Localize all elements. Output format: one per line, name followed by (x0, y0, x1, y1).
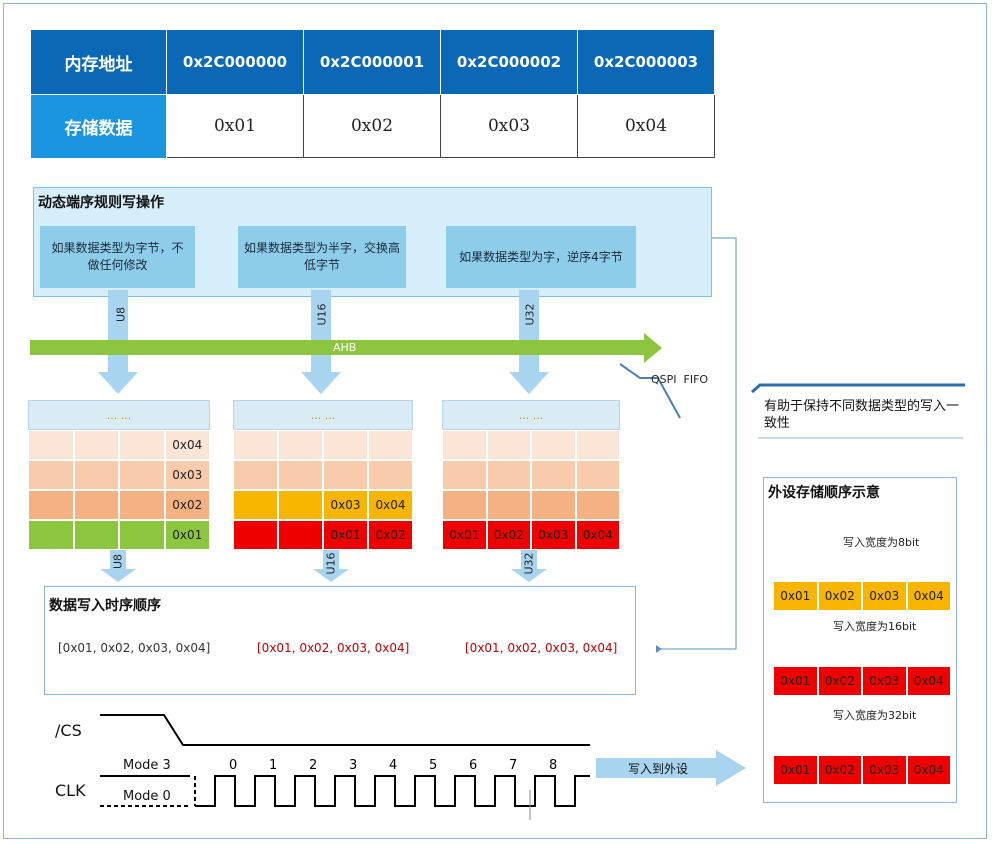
periph-cell: 0x02 (817, 666, 862, 696)
periph-cell: 0x01 (773, 755, 818, 785)
fifo-u16-cell: 0x03 (323, 490, 368, 520)
fifo-u8-cell: 0x04 (164, 430, 210, 460)
periph-cell: 0x03 (862, 581, 907, 611)
fifo-u32-cell: 0x03 (531, 520, 576, 550)
fifo-u32-head: ... ... (442, 400, 620, 430)
write-arrow-head (716, 750, 746, 786)
data-cell-0: 0x01 (167, 95, 304, 158)
data-cell-1: 0x02 (304, 95, 441, 158)
addr-cell-0: 0x2C000000 (167, 30, 303, 94)
periph-cell: 0x01 (773, 666, 818, 696)
width-label-16bit: 写入宽度为16bit (833, 620, 917, 633)
periph-row-16bit: 0x01 0x02 0x03 0x04 (773, 666, 951, 696)
width-label-32bit: 写入宽度为32bit (833, 709, 917, 722)
data-label: 存储数据 (31, 95, 166, 158)
clock-number: 8 (549, 758, 558, 773)
sequence-list-u32: [0x01, 0x02, 0x03, 0x04] (465, 641, 618, 655)
periph-cell: 0x04 (906, 666, 951, 696)
seq-type-u32: U32 (522, 552, 536, 575)
seq-type-u8: U8 (111, 553, 125, 570)
consistency-note: 有助于保持不同数据类型的写入一致性 (764, 399, 960, 431)
data-cell-3: 0x04 (578, 95, 715, 158)
addr-cell-2: 0x2C000002 (441, 30, 577, 94)
periph-cell: 0x02 (817, 755, 862, 785)
clock-number: 7 (509, 758, 518, 773)
fifo-u16-cell: 0x02 (368, 520, 413, 550)
diagram-frame (3, 3, 987, 839)
fifo-u32-cell: 0x04 (575, 520, 620, 550)
fifo-u8-cell: 0x01 (164, 520, 210, 550)
fifo-u32-cell: 0x02 (486, 520, 531, 550)
qspi-fifo-label: QSPI FIFO (651, 373, 709, 386)
peripheral-title: 外设存储顺序示意 (768, 485, 880, 501)
write-to-peripheral-label: 写入到外设 (628, 762, 689, 776)
addr-label: 内存地址 (31, 30, 166, 94)
fifo-u32-cell: 0x01 (442, 520, 487, 550)
periph-cell: 0x03 (862, 755, 907, 785)
fifo-u8-head: ... ... (28, 400, 210, 430)
peripheral-box (763, 477, 957, 803)
clock-number: 2 (309, 758, 318, 773)
rule-u16: 如果数据类型为半字，交换高低字节 (238, 226, 406, 288)
periph-cell: 0x03 (862, 666, 907, 696)
ahb-bus-bar (30, 340, 646, 355)
write-arrow-shaft (596, 758, 716, 778)
clock-number: 0 (229, 758, 238, 773)
ahb-bus-arrowhead (644, 333, 662, 363)
fifo-u8-grid: 0x04 0x03 0x02 0x01 (28, 430, 210, 550)
rule-u32: 如果数据类型为字，逆序4字节 (446, 226, 636, 288)
clock-number: 1 (269, 758, 278, 773)
sequence-list-u8: [0x01, 0x02, 0x03, 0x04] (58, 641, 211, 655)
periph-cell: 0x04 (906, 581, 951, 611)
cs-label: /CS (55, 721, 82, 740)
periph-cell: 0x02 (817, 581, 862, 611)
periph-cell: 0x04 (906, 755, 951, 785)
fifo-u8-cell: 0x02 (164, 490, 210, 520)
data-cell-2: 0x03 (441, 95, 578, 158)
type-label-u32: U32 (523, 303, 537, 326)
clock-number: 4 (389, 758, 398, 773)
rule-u8: 如果数据类型为字节，不做任何修改 (40, 226, 195, 288)
width-label-8bit: 写入宽度为8bit (843, 536, 920, 549)
clock-number: 5 (429, 758, 438, 773)
clk-label: CLK (55, 781, 86, 800)
mode3-label: Mode 3 (123, 758, 171, 773)
addr-cell-1: 0x2C000001 (304, 30, 440, 94)
fifo-u16-cell: 0x01 (323, 520, 368, 550)
clock-number: 6 (469, 758, 478, 773)
sequence-list-u16: [0x01, 0x02, 0x03, 0x04] (257, 641, 410, 655)
clock-number: 3 (349, 758, 358, 773)
fifo-u16-cell: 0x04 (368, 490, 413, 520)
addr-cell-3: 0x2C000003 (578, 30, 714, 94)
ahb-label: AHB (333, 341, 357, 354)
sequence-title: 数据写入时序顺序 (49, 598, 161, 614)
periph-row-32bit: 0x01 0x02 0x03 0x04 (773, 755, 951, 785)
type-label-u8: U8 (114, 306, 128, 323)
sequence-box (44, 586, 636, 695)
periph-row-8bit: 0x01 0x02 0x03 0x04 (773, 581, 951, 611)
fifo-u16-head: ... ... (233, 400, 413, 430)
seq-type-u16: U16 (324, 552, 338, 575)
type-label-u16: U16 (315, 303, 329, 326)
rules-title: 动态端序规则写操作 (38, 195, 164, 211)
fifo-u8-cell: 0x03 (164, 460, 210, 490)
periph-cell: 0x01 (773, 581, 818, 611)
mode0-label: Mode 0 (123, 789, 171, 804)
